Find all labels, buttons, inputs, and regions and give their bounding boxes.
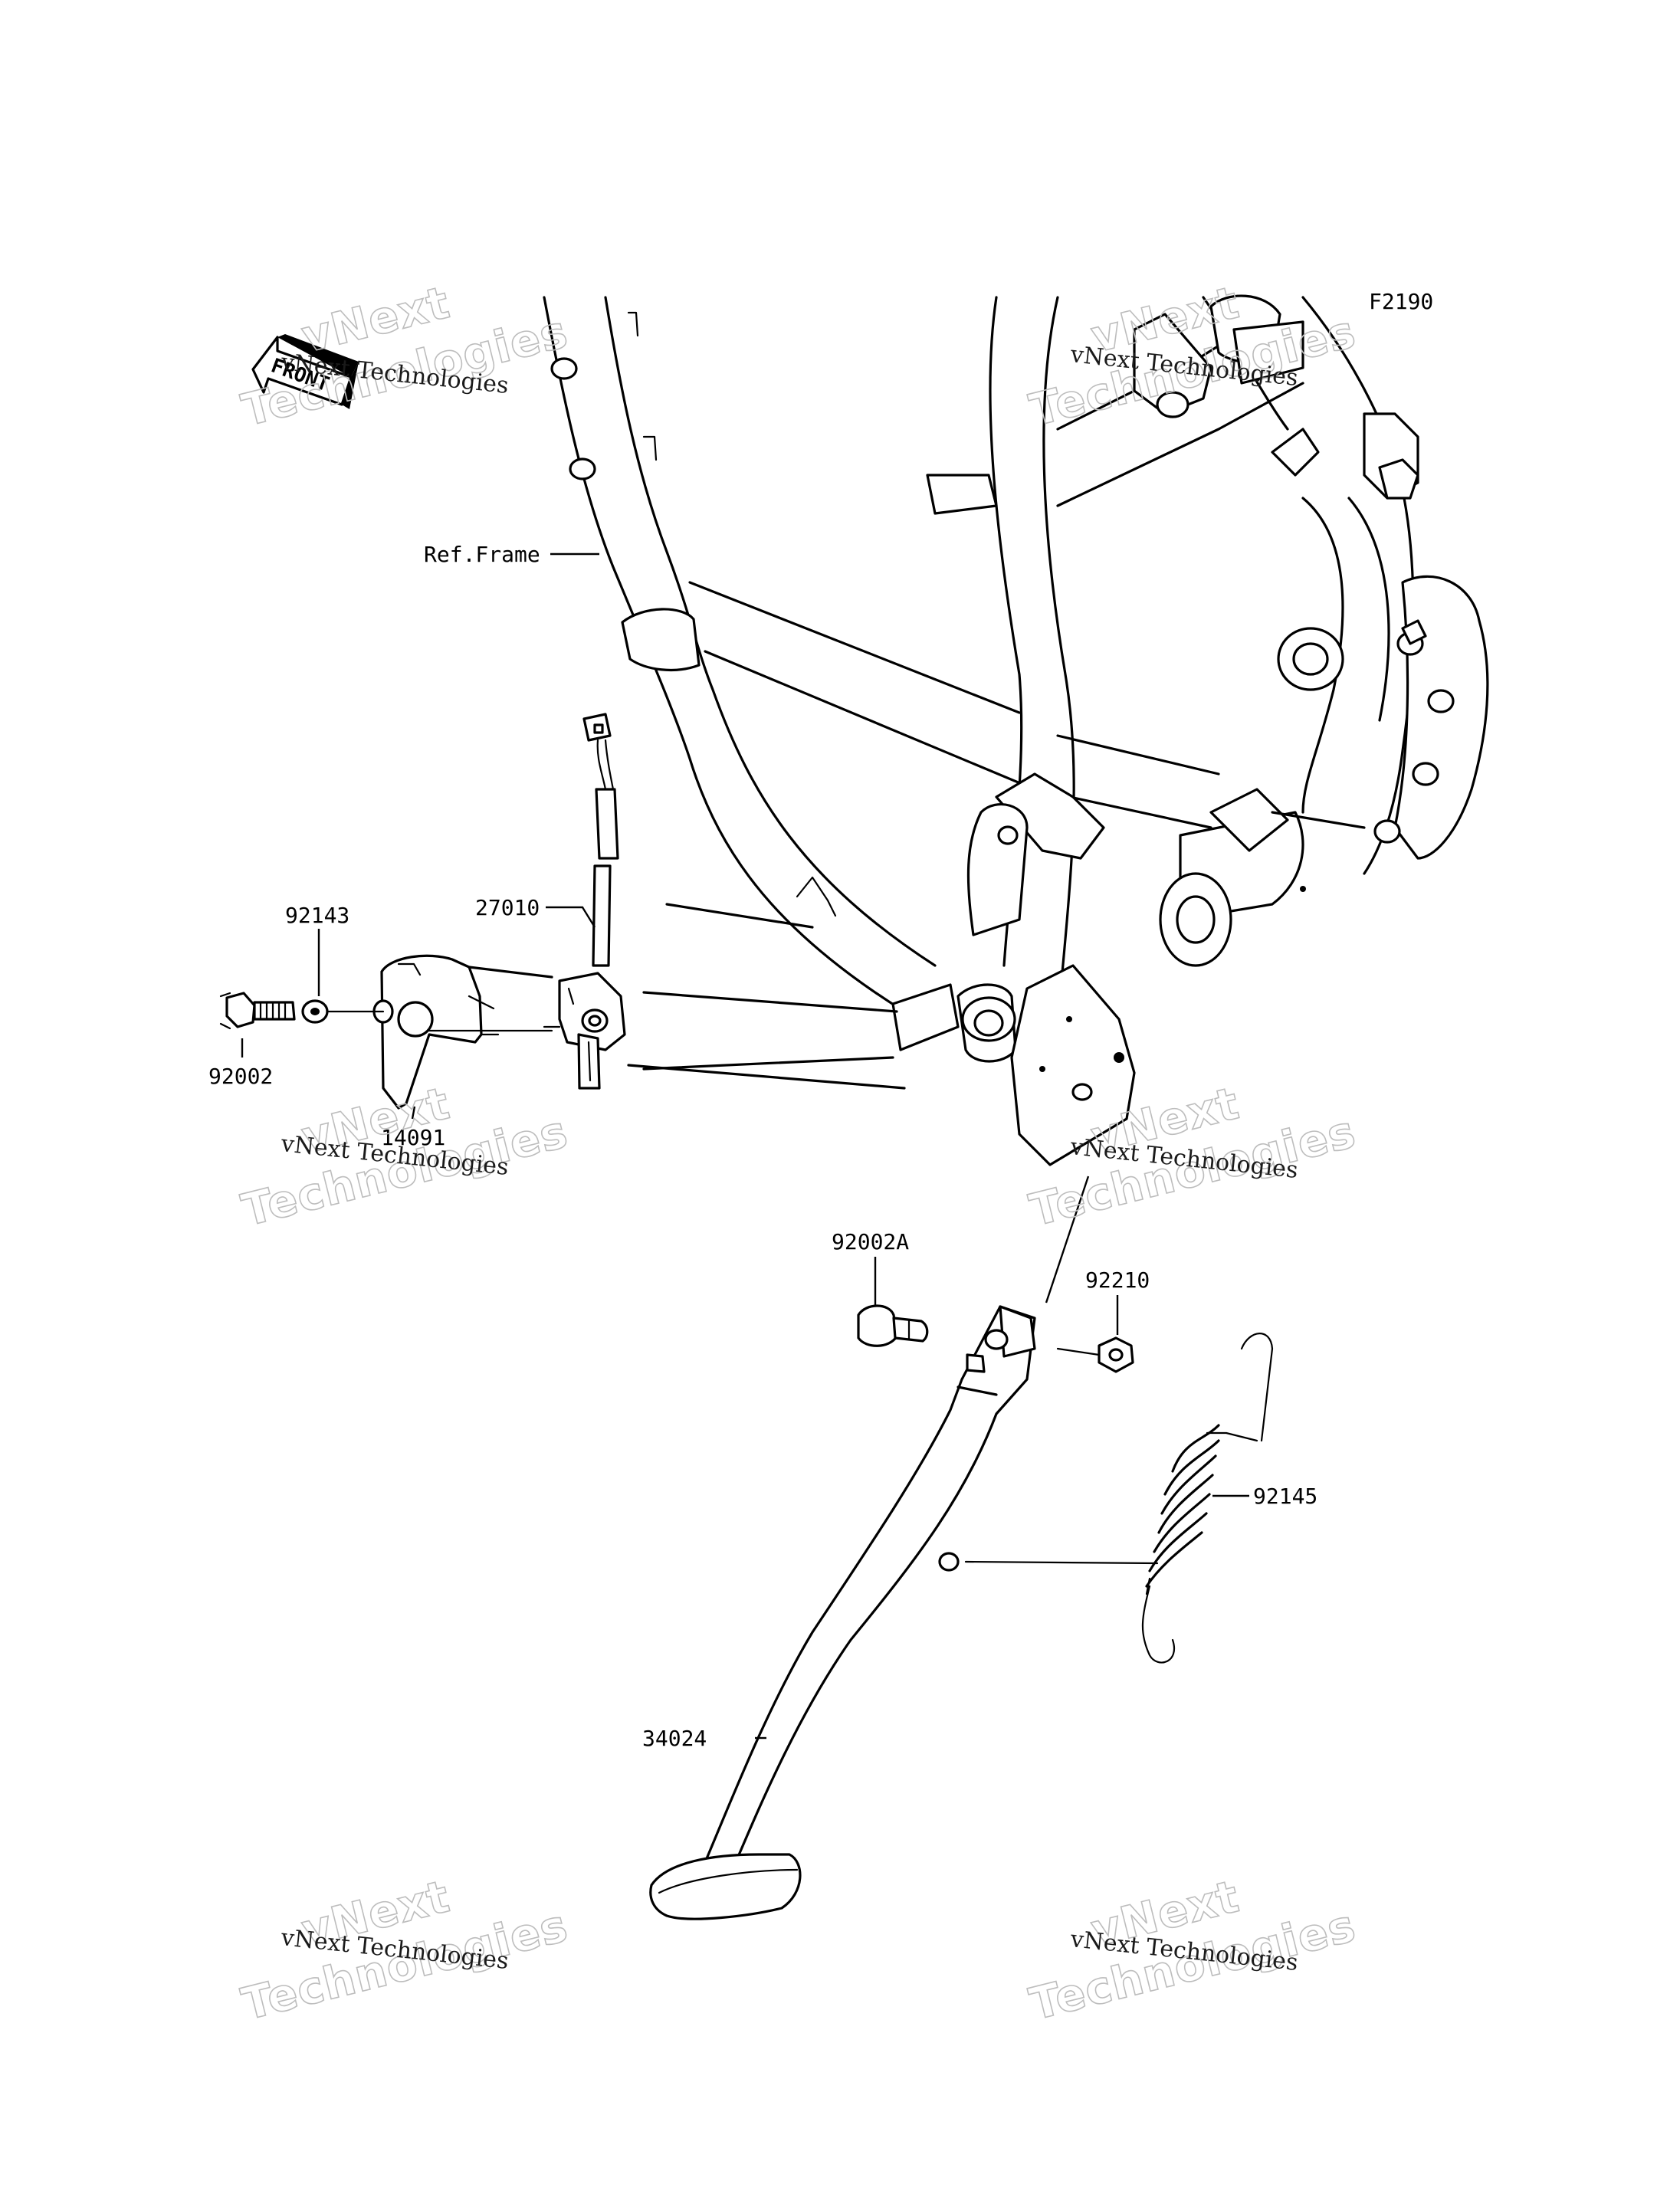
callout-92210: 92210 <box>1085 1267 1150 1293</box>
leader-lines <box>241 553 1249 1740</box>
figure-code: F2190 <box>1369 289 1433 314</box>
watermark-bottom-right: vNext Technologies vNext Technologies <box>1024 1869 1361 2031</box>
callout-34024: 34024 <box>642 1726 707 1751</box>
callout-92145: 92145 <box>1253 1484 1317 1509</box>
watermark-bottom-left: vNext Technologies vNext Technologies <box>236 1869 573 2031</box>
side-stand <box>649 1176 1274 1920</box>
side-stand-switch <box>219 713 906 1110</box>
callout-92143: 92143 <box>285 903 349 928</box>
callout-92002: 92002 <box>208 1064 273 1089</box>
callout-27010: 27010 <box>475 895 540 920</box>
watermark-mid-left: vNext Technologies vNext Technologies <box>236 1076 573 1237</box>
watermark-top-right: vNext Technologies vNext Technologies <box>1024 275 1361 437</box>
watermark-top-left: vNext Technologies vNext Technologies <box>236 275 573 437</box>
callout-ref-frame: Ref.Frame <box>424 542 540 567</box>
frame-drawing <box>543 294 1489 1166</box>
callout-14091: 14091 <box>381 1125 445 1150</box>
callout-labels: Ref.Frame 27010 92143 92002 14091 92002A… <box>208 542 1317 1751</box>
callout-92002A: 92002A <box>832 1229 909 1254</box>
